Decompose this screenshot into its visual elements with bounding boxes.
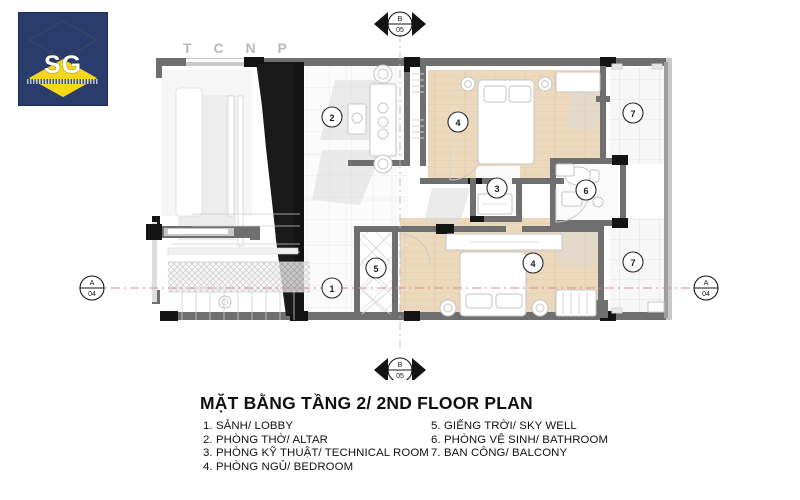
svg-text:4: 4	[455, 118, 460, 128]
svg-text:5: 5	[373, 264, 378, 274]
svg-text:2: 2	[329, 113, 334, 123]
section-marker-left-letter: A	[90, 280, 95, 287]
section-marker-bottom-letter: B	[398, 362, 403, 369]
furniture	[347, 63, 665, 317]
legend-item: 4. PHÒNG NGỦ/ BEDROOM	[203, 460, 354, 473]
section-marker-top-letter: B	[398, 16, 403, 23]
page-title: MẶT BẰNG TẦNG 2/ 2ND FLOOR PLAN	[200, 393, 533, 413]
section-marker-bottom-sheet: 05	[396, 373, 404, 380]
section-marker-top: B 05	[374, 11, 426, 37]
legend-item: 1. SẢNH/ LOBBY	[203, 420, 294, 432]
svg-text:7: 7	[630, 258, 635, 268]
room-tags: 2 4 7 3 6 5 1 4	[321, 102, 644, 299]
legend-item: 5. GIẾNG TRỜI/ SKY WELL	[431, 420, 577, 432]
room-tag-technical-room: 3	[486, 177, 508, 199]
section-marker-right: A 04	[693, 275, 719, 301]
exterior-walls	[152, 57, 672, 321]
svg-text:6: 6	[583, 186, 588, 196]
room-tag-altar: 2	[321, 106, 343, 128]
section-marker-right-letter: A	[704, 280, 709, 287]
svg-text:1: 1	[329, 284, 334, 294]
company-logo: SG	[18, 12, 108, 106]
legend-column-right: 5. GIẾNG TRỜI/ SKY WELL 6. PHÒNG VỆ SINH…	[431, 420, 608, 461]
watermark-text: T C N P	[183, 40, 296, 56]
svg-text:7: 7	[630, 109, 635, 119]
legend-item: 2. PHÒNG THỜ/ ALTAR	[203, 433, 328, 446]
section-marker-top-sheet: 05	[396, 27, 404, 34]
staircase-area	[146, 70, 310, 320]
svg-text:3: 3	[494, 184, 499, 194]
logo-hexagon-graphic	[25, 19, 101, 99]
legend-item: 6. PHÒNG VỆ SINH/ BATHROOM	[431, 433, 609, 446]
interior-walls	[348, 62, 628, 318]
legend-item: 3. PHÒNG KỸ THUẬT/ TECHNICAL ROOM	[203, 447, 429, 460]
room-tag-bathroom: 6	[575, 179, 597, 201]
section-marker-right-sheet: 04	[702, 291, 710, 298]
section-marker-left: A 04	[79, 275, 105, 301]
room-tag-balcony-lower: 7	[622, 251, 644, 273]
room-tag-balcony-upper: 7	[622, 102, 644, 124]
room-tag-bedroom-upper: 4	[447, 111, 469, 133]
logo-tagline-bar	[27, 79, 99, 84]
room-tag-sky-well: 5	[365, 257, 387, 279]
floor-plan-drawing: B 05 B 05 A 04 A 04 2 4 7	[79, 11, 719, 380]
legend-item: 7. BAN CÔNG/ BALCONY	[431, 447, 568, 460]
section-marker-bottom: B 05	[374, 357, 426, 380]
room-tag-lobby: 1	[321, 277, 343, 299]
svg-text:4: 4	[530, 259, 535, 269]
logo-monogram: SG	[43, 51, 83, 79]
room-tag-bedroom-lower: 4	[522, 252, 544, 274]
legend-column-left: 1. SẢNH/ LOBBY 2. PHÒNG THỜ/ ALTAR 3. PH…	[203, 420, 429, 474]
section-marker-left-sheet: 04	[88, 291, 96, 298]
